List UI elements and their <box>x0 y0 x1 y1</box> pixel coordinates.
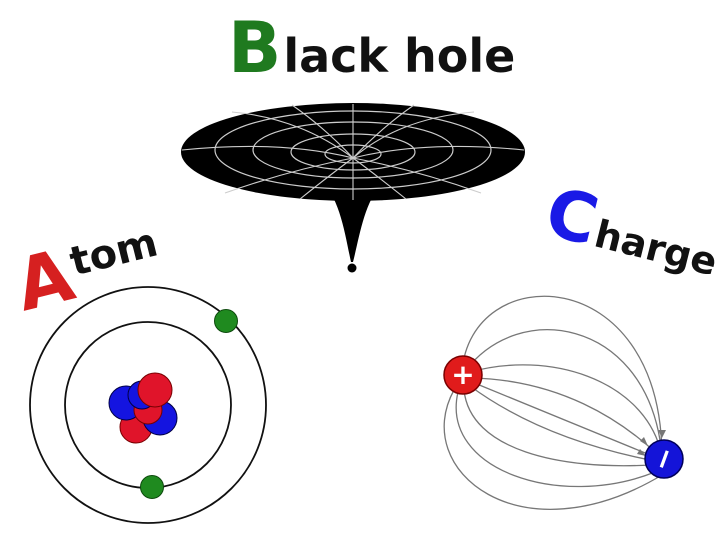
negative-charge: − <box>644 439 684 479</box>
atom-nucleus <box>108 372 178 444</box>
field-line <box>469 364 661 449</box>
black-hole-title-initial: B <box>228 7 281 89</box>
charge-title-rest: harge <box>590 212 721 285</box>
black-hole-figure: Black hole <box>181 7 525 273</box>
field-line <box>443 389 663 510</box>
arrowhead <box>640 437 648 446</box>
arrowhead <box>637 449 646 456</box>
charge-figure: Charge + − <box>443 173 726 510</box>
field-line <box>471 377 656 453</box>
atom-title-rest: tom <box>65 219 162 285</box>
atom-outer-orbit <box>29 286 267 524</box>
black-hole-singularity <box>347 263 357 273</box>
black-hole-title-rest: lack hole <box>283 29 515 83</box>
nucleus-proton <box>137 372 173 408</box>
electron-outer <box>214 309 238 333</box>
charge-title: Charge <box>538 173 726 292</box>
atom-figure: Atom <box>7 211 267 524</box>
arrowhead <box>658 430 666 438</box>
black-hole-grid-radials <box>181 104 525 200</box>
positive-charge-symbol: + <box>451 358 474 391</box>
field-line <box>469 385 651 461</box>
field-line <box>461 295 663 456</box>
svg-text:Atom: Atom <box>7 211 169 328</box>
atom-title: Atom <box>7 211 169 328</box>
field-line <box>463 389 651 467</box>
field-line <box>465 329 661 441</box>
electron-inner <box>140 475 164 499</box>
field-line <box>471 381 651 456</box>
field-line <box>455 391 656 488</box>
field-arrowheads <box>637 430 666 456</box>
electric-field-lines <box>443 295 663 510</box>
positive-charge: + <box>443 355 483 395</box>
black-hole-title: Black hole <box>228 7 515 89</box>
svg-text:Charge: Charge <box>538 173 726 292</box>
